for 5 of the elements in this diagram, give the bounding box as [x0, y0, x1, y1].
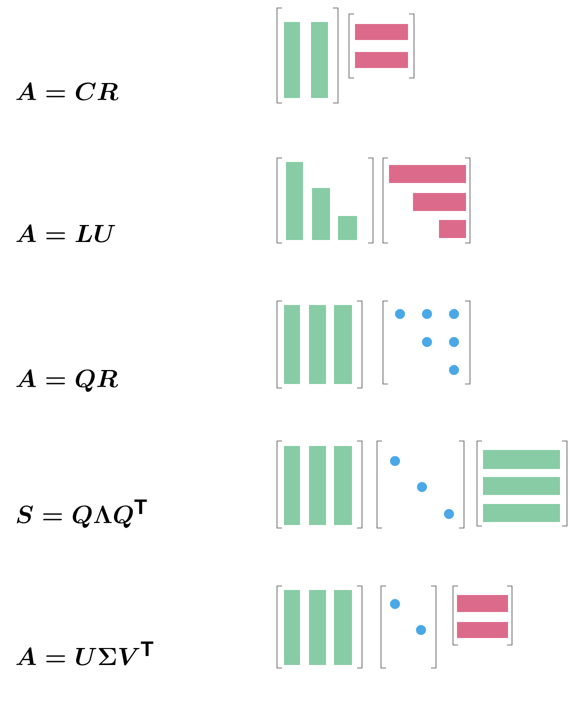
- formula: $\boldsymbol{A = CR}$: [16, 82, 118, 100]
- formula: $\boldsymbol{A = U\Sigma V^{\mathrm{T}}}$: [16, 642, 154, 666]
- formula: $\boldsymbol{A = QR}$: [16, 369, 118, 392]
- formula: $\boldsymbol{A = LU}$: [16, 224, 116, 242]
- formula: $\boldsymbol{S = Q\Lambda Q^{\mathrm{T}}}$: [16, 500, 147, 528]
